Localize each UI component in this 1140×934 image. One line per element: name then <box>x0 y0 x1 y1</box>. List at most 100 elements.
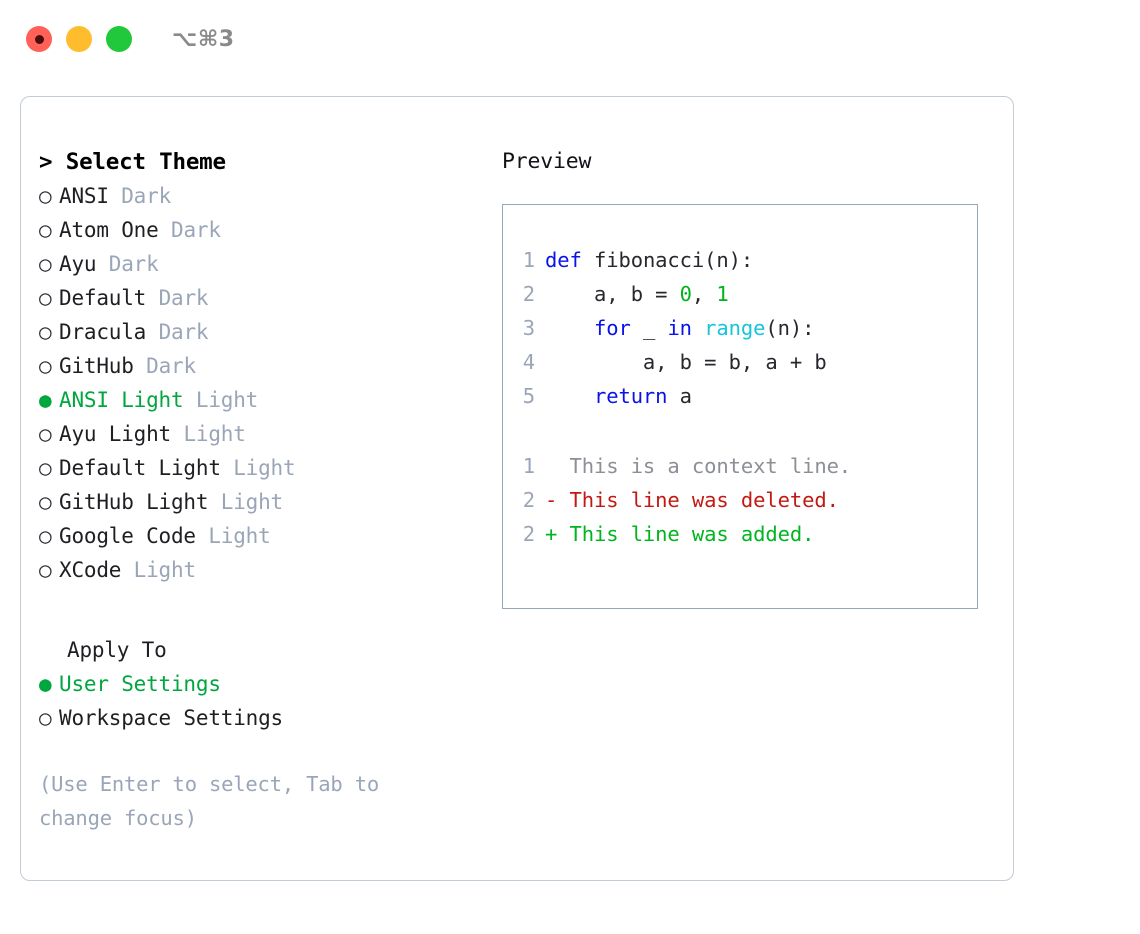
theme-name: Ayu Light <box>59 422 171 446</box>
token-identifier: a, b = <box>545 282 680 306</box>
theme-kind: Light <box>195 388 259 412</box>
close-button[interactable] <box>26 26 52 52</box>
line-number: 2 <box>522 282 535 306</box>
apply-to-options: ●User Settings ○Workspace Settings <box>39 667 489 735</box>
token-identifier: _ <box>630 316 668 340</box>
theme-kind: Dark <box>158 286 209 310</box>
window-controls <box>26 26 132 52</box>
maximize-button[interactable] <box>106 26 132 52</box>
token-identifier: a <box>667 384 692 408</box>
radio-icon[interactable]: ○ <box>39 490 52 514</box>
theme-name: XCode <box>59 558 122 582</box>
line-number: 5 <box>522 384 535 408</box>
theme-list-item[interactable]: ○Ayu Dark <box>39 247 489 281</box>
diff-line-context: 1 This is a context line. <box>503 449 977 483</box>
select-theme-heading: > Select Theme <box>39 145 489 179</box>
theme-list-item[interactable]: ○Dracula Dark <box>39 315 489 349</box>
radio-icon[interactable]: ○ <box>39 320 52 344</box>
token-number: 1 <box>716 282 729 306</box>
token-space <box>692 316 704 340</box>
token-identifier: a, b = b, a + b <box>545 350 827 374</box>
theme-list-item[interactable]: ○ GitHub Dark <box>39 349 489 383</box>
code-sample: 1 def fibonacci(n): 2 a, b = 0, 1 3 for … <box>503 243 977 413</box>
window-titlebar: ⌥⌘3 <box>0 0 1140 78</box>
line-number: 1 <box>522 248 535 272</box>
code-line: 3 for _ in range(n): <box>503 311 977 345</box>
token-keyword: in <box>667 316 692 340</box>
radio-icon[interactable]: ○ <box>39 252 52 276</box>
theme-list-item-selected[interactable]: ● ANSI Light Light <box>39 383 489 417</box>
line-number: 3 <box>522 316 535 340</box>
theme-list-item[interactable]: ○GitHub Light Light <box>39 485 489 519</box>
code-line: 1 def fibonacci(n): <box>503 243 977 277</box>
diff-line-added: 2 + This line was added. <box>503 517 977 551</box>
theme-list: ○ANSI Dark ○Atom One Dark ○Ayu Dark ○Def… <box>39 179 489 587</box>
radio-icon[interactable]: ○ <box>39 218 52 242</box>
theme-kind: Dark <box>158 320 209 344</box>
code-line: 5 return a <box>503 379 977 413</box>
preview-column: Preview 1 def fibonacci(n): 2 a, b = 0, … <box>502 145 992 609</box>
theme-name: ANSI Light <box>59 388 184 412</box>
radio-icon-selected[interactable]: ● <box>39 672 52 696</box>
radio-icon[interactable]: ○ <box>39 706 52 730</box>
theme-kind: Light <box>220 490 283 514</box>
theme-list-item[interactable]: ○Default Dark <box>39 281 489 315</box>
theme-list-item[interactable]: ○XCode Light <box>39 553 489 587</box>
token-function: range <box>704 316 766 340</box>
preview-heading: Preview <box>502 149 592 174</box>
code-content: return a <box>545 379 692 413</box>
select-theme-heading-text: Select Theme <box>65 149 226 175</box>
code-content: for _ in range(n): <box>545 311 814 345</box>
theme-list-item[interactable]: ○Atom One Dark <box>39 213 489 247</box>
theme-name: Default Light <box>59 456 221 480</box>
theme-list-item[interactable]: ○ Google Code Light <box>39 519 489 553</box>
main-panel: > Select Theme ○ANSI Dark ○Atom One Dark… <box>20 96 1014 881</box>
line-number: 2 <box>522 488 535 512</box>
hint-spacer <box>39 735 489 767</box>
code-line: 2 a, b = 0, 1 <box>503 277 977 311</box>
theme-name: GitHub <box>59 354 134 378</box>
theme-name: Google Code <box>59 524 196 548</box>
theme-kind: Light <box>208 524 271 548</box>
radio-icon[interactable]: ○ <box>39 354 52 378</box>
keyboard-hint-text: (Use Enter to select, Tab to change focu… <box>39 772 379 830</box>
code-content: def fibonacci(n): <box>545 243 753 277</box>
theme-kind: Dark <box>146 354 196 378</box>
apply-to-option-workspace[interactable]: ○Workspace Settings <box>39 701 489 735</box>
theme-kind: Dark <box>108 252 159 276</box>
line-number: 1 <box>522 454 535 478</box>
theme-kind: Dark <box>171 218 221 242</box>
token-keyword: return <box>593 384 668 408</box>
token-identifier: fibonacci(n): <box>581 248 754 272</box>
theme-kind: Light <box>183 422 246 446</box>
radio-icon-selected[interactable]: ● <box>39 388 52 412</box>
radio-icon[interactable]: ○ <box>39 422 52 446</box>
theme-list-item[interactable]: ○ANSI Dark <box>39 179 489 213</box>
token-indent <box>545 384 594 408</box>
radio-icon[interactable]: ○ <box>39 184 52 208</box>
recording-dot-icon <box>34 34 44 44</box>
radio-icon[interactable]: ○ <box>39 558 52 582</box>
theme-selection-column: > Select Theme ○ANSI Dark ○Atom One Dark… <box>39 145 489 835</box>
keyboard-shortcut-label: ⌥⌘3 <box>172 26 235 52</box>
code-line: 4 a, b = b, a + b <box>503 345 977 379</box>
diff-content: + This line was added. <box>545 522 815 546</box>
radio-icon[interactable]: ○ <box>39 524 52 548</box>
minimize-button[interactable] <box>66 26 92 52</box>
preview-separator <box>503 413 977 449</box>
theme-list-item[interactable]: ○ Ayu Light Light <box>39 417 489 451</box>
token-punctuation: (n): <box>765 316 815 340</box>
token-keyword: def <box>545 248 582 272</box>
apply-to-heading: Apply To <box>67 638 167 662</box>
preview-box: 1 def fibonacci(n): 2 a, b = 0, 1 3 for … <box>502 204 978 609</box>
prompt-caret-icon: > <box>39 149 53 175</box>
radio-icon[interactable]: ○ <box>39 456 52 480</box>
theme-kind: Light <box>233 456 296 480</box>
theme-list-item[interactable]: ○ Default Light Light <box>39 451 489 485</box>
line-number: 2 <box>522 522 535 546</box>
radio-icon[interactable]: ○ <box>39 286 52 310</box>
diff-content: This is a context line. <box>545 454 852 478</box>
diff-content: - This line was deleted. <box>545 488 839 512</box>
apply-to-option-user[interactable]: ●User Settings <box>39 667 489 701</box>
